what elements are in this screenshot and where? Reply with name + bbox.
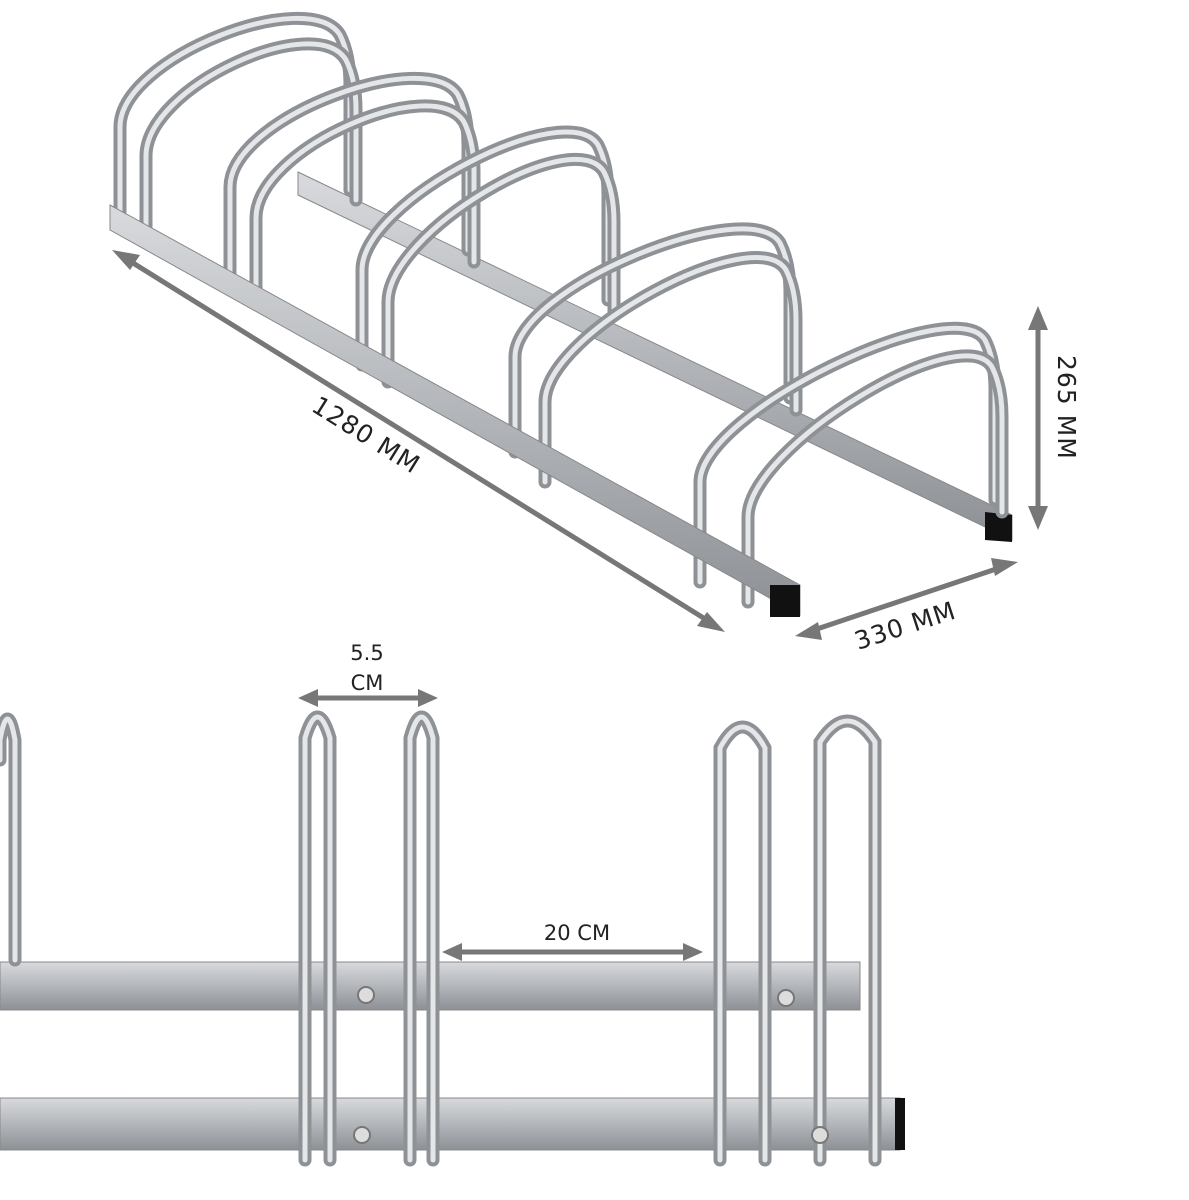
hoops-bottom (0, 710, 882, 1167)
hoop-8 (542, 255, 799, 485)
rack-perspective-view: 1280 MM 265 MM 330 MM (109, 11, 1081, 656)
bolts (353, 986, 829, 1144)
closeup-end-cap (895, 1098, 905, 1150)
back-rail (297, 171, 1013, 541)
hoops-top (113, 11, 1009, 609)
length-dimension-arrow (112, 250, 725, 632)
closeup-hoop-1 (0, 716, 18, 963)
width-label: 330 MM (851, 596, 960, 656)
hoop-5 (355, 125, 615, 372)
hoop-gap-unit: CM (351, 671, 384, 695)
height-dimension-arrow (1028, 306, 1048, 530)
closeup-hoop-4 (717, 724, 768, 1163)
closeup-hoop-3 (403, 710, 440, 1167)
width-dimension-arrow (795, 558, 1018, 640)
closeup-front-rail (0, 1097, 901, 1151)
hoop-5 (359, 129, 611, 368)
closeup-hoop-2 (302, 714, 333, 1163)
slot-spacing-label: 20 CM (544, 921, 610, 945)
hoop-gap-arrow (298, 689, 438, 707)
slot-spacing-arrow (442, 943, 703, 961)
closeup-hoop-5 (817, 718, 878, 1163)
hoop-4 (253, 103, 477, 301)
closeup-hoop-4 (713, 720, 772, 1167)
closeup-hoop-2 (298, 710, 337, 1167)
back-rail-end-cap (985, 512, 1012, 542)
closeup-hoop-5 (813, 714, 882, 1167)
front-rail-end-cap (770, 585, 800, 617)
closeup-hoop-3 (407, 714, 436, 1163)
rack-closeup-view: 5.5 CM 20 CM (0, 641, 905, 1167)
hoop-6 (385, 156, 617, 385)
hoop-10 (745, 353, 1005, 605)
hoop-gap-value: 5.5 (350, 641, 383, 665)
height-label: 265 MM (1052, 355, 1081, 460)
